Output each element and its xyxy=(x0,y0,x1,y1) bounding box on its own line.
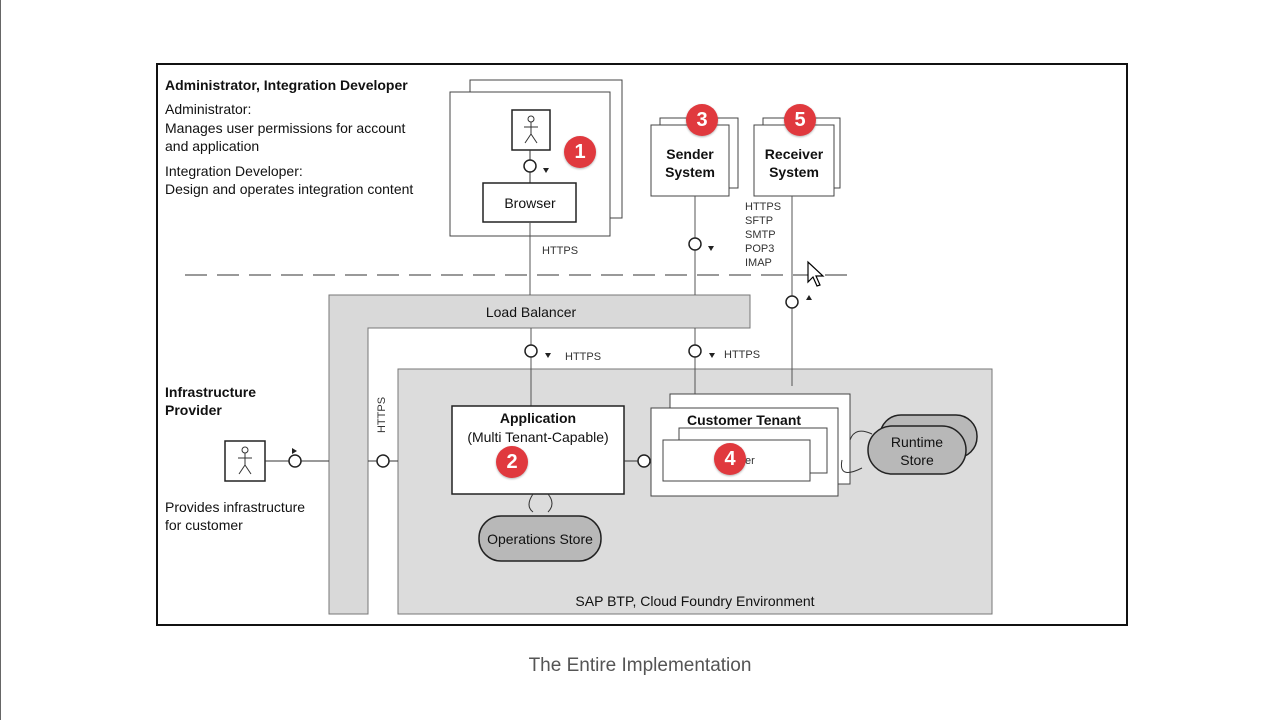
interface-circle xyxy=(524,344,538,358)
infra-title: Infrastructure xyxy=(165,384,257,400)
browser-protocol: HTTPS xyxy=(542,245,579,257)
browser-box xyxy=(482,182,577,223)
interface-circle xyxy=(637,454,651,468)
protocol: SMTP xyxy=(745,229,776,241)
infra-desc: for customer xyxy=(165,517,243,533)
actor-icon xyxy=(238,446,252,475)
sender-label: Sender xyxy=(666,146,714,162)
infra-desc: Provides infrastructure xyxy=(165,499,306,515)
step-badge-5: 5 xyxy=(784,104,816,136)
operations-store-label: Operations Store xyxy=(487,531,593,547)
https-label: HTTPS xyxy=(724,349,761,361)
tenant-inner-label: er xyxy=(745,455,755,467)
receiver-protocols: HTTPS SFTP SMTP POP3 IMAP xyxy=(745,200,781,270)
mouse-cursor-icon xyxy=(807,260,825,287)
interface-circle xyxy=(688,237,702,251)
protocol: IMAP xyxy=(745,257,772,269)
interface-circle xyxy=(288,454,302,468)
customer-tenant-title: Customer Tenant xyxy=(686,412,802,428)
protocol: POP3 xyxy=(745,243,775,255)
runtime-store-label: Runtime xyxy=(890,434,944,450)
https-label: HTTPS xyxy=(565,351,602,363)
admin-desc: Manages user permissions for account xyxy=(165,120,406,136)
protocol: SFTP xyxy=(745,215,774,227)
receiver-label: System xyxy=(769,164,819,180)
dev-desc: Design and operates integration content xyxy=(165,181,414,197)
receiver-label: Receiver xyxy=(764,146,824,162)
application-box xyxy=(451,405,625,495)
interface-circle xyxy=(688,344,702,358)
actor-icon xyxy=(524,115,538,144)
https-vertical-label: HTTPS xyxy=(376,396,389,434)
step-badge-3: 3 xyxy=(686,104,718,136)
protocol: HTTPS xyxy=(745,201,782,213)
sender-system-box xyxy=(650,124,730,197)
step-badge-4: 4 xyxy=(714,443,746,475)
application-title: Application xyxy=(499,410,577,426)
infra-actor-box xyxy=(224,440,266,482)
interface-circle xyxy=(376,454,390,468)
sender-label: System xyxy=(665,164,715,180)
admin-desc: and application xyxy=(165,138,260,154)
admin-label: Administrator: xyxy=(165,101,252,117)
runtime-store-shape xyxy=(867,425,967,475)
load-balancer-label: Load Balancer xyxy=(485,304,577,320)
step-badge-1: 1 xyxy=(564,136,596,168)
infra-title: Provider xyxy=(165,402,222,418)
interface-circle xyxy=(523,159,537,173)
step-badge-2: 2 xyxy=(496,446,528,478)
receiver-system-box xyxy=(753,124,835,197)
operations-store-shape xyxy=(478,515,602,562)
browser-label: Browser xyxy=(504,195,556,211)
runtime-store-label: Store xyxy=(900,452,934,468)
dev-label: Integration Developer: xyxy=(165,163,303,179)
application-subtitle: (Multi Tenant-Capable) xyxy=(467,429,609,445)
interface-circle xyxy=(785,295,799,309)
slide-caption: The Entire Implementation xyxy=(528,655,752,676)
environment-label: SAP BTP, Cloud Foundry Environment xyxy=(575,593,815,609)
load-balancer-shape xyxy=(328,294,751,615)
admin-title: Administrator, Integration Developer xyxy=(165,77,408,93)
page-edge xyxy=(0,0,1,720)
